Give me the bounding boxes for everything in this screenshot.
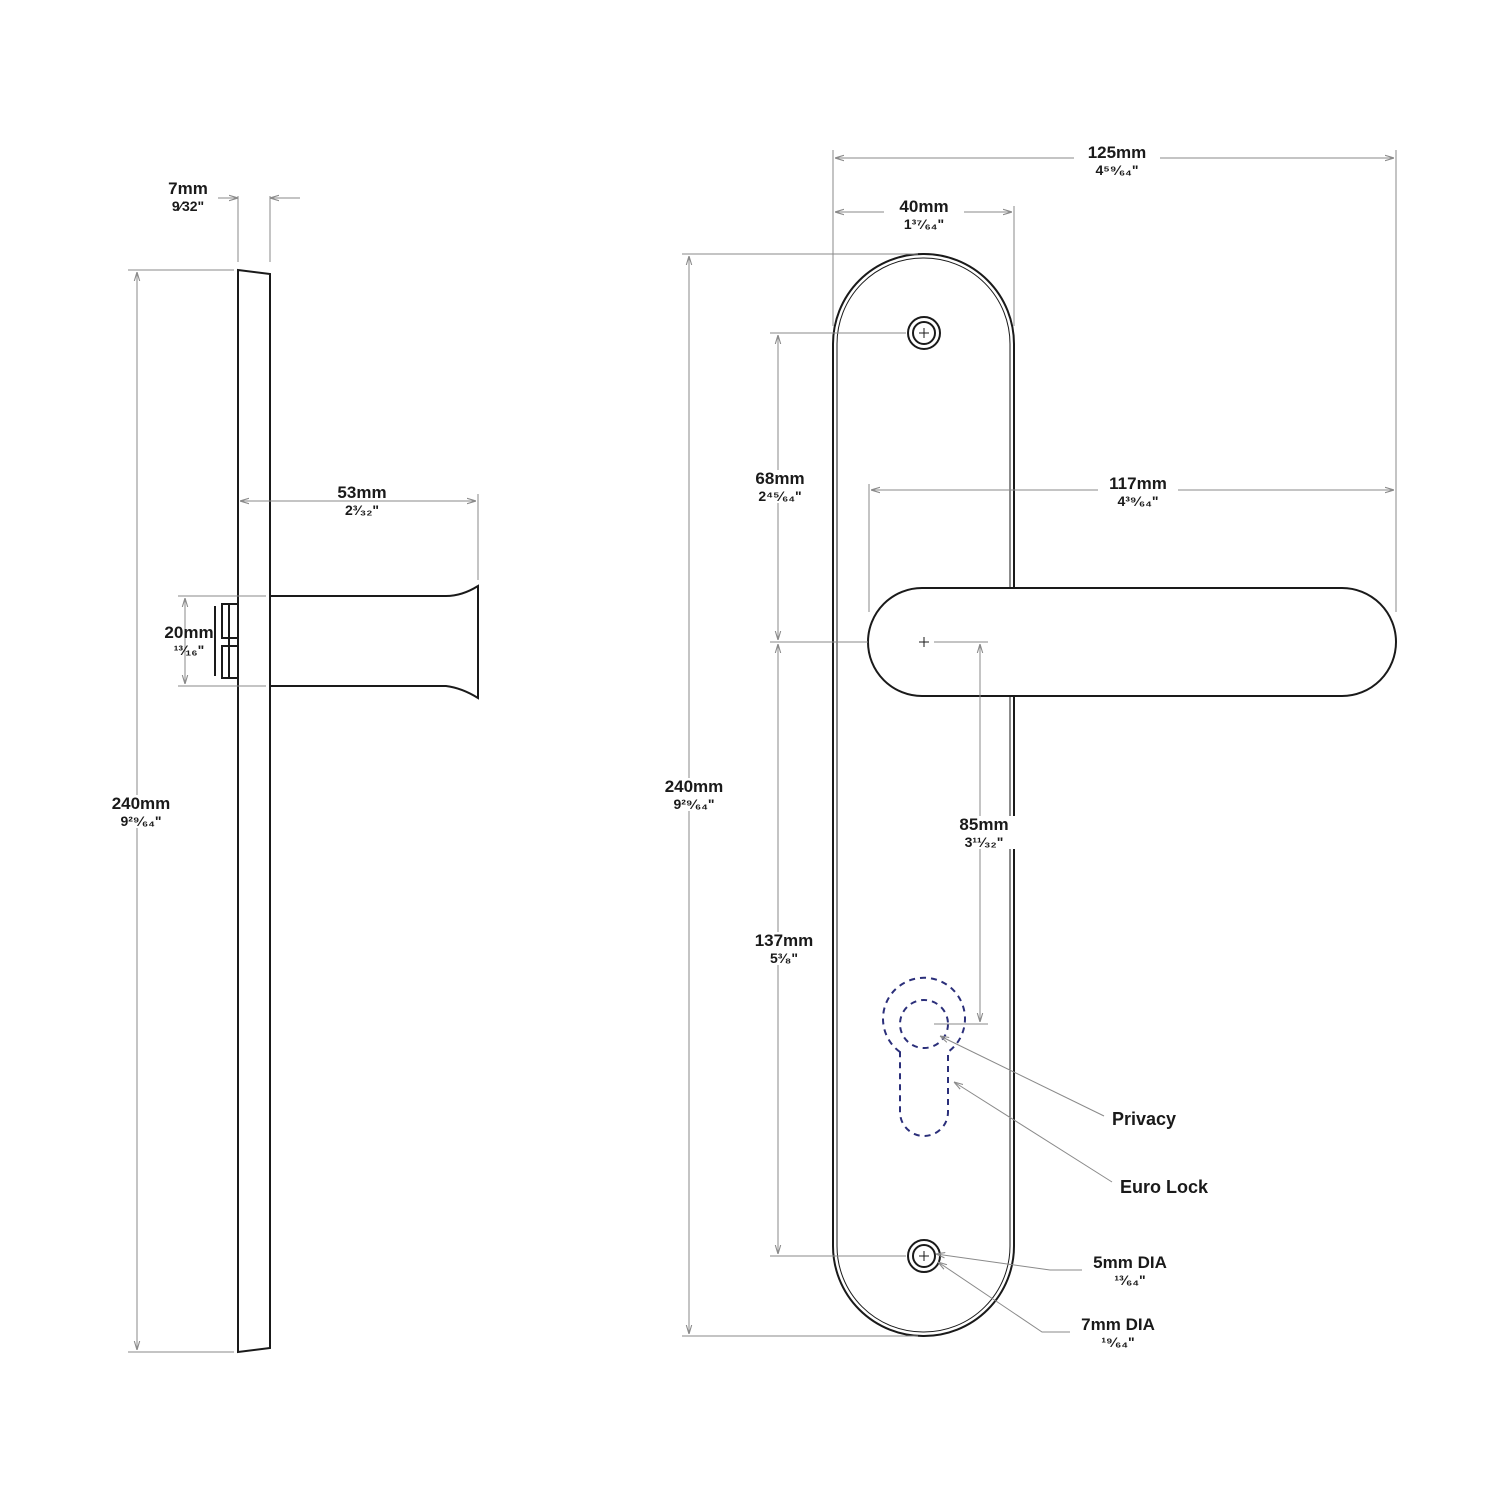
leader-euro-lock bbox=[954, 1082, 1113, 1183]
label-front-137mm: 137mm 5³⁄₈" bbox=[744, 932, 824, 965]
leader-privacy bbox=[940, 1036, 1105, 1117]
screw-hole-bottom-inner bbox=[912, 1244, 936, 1268]
label-front-68mm: 68mm 2⁴⁵⁄₆₄" bbox=[744, 470, 816, 503]
leader-5mm bbox=[936, 1254, 1082, 1271]
label-side-240mm: 240mm 9²⁹⁄₆₄" bbox=[100, 795, 182, 828]
front-lever bbox=[867, 587, 1397, 697]
front-backplate bbox=[832, 253, 1015, 1337]
front-view bbox=[682, 150, 1397, 1337]
callout-euro-lock: Euro Lock bbox=[1120, 1177, 1209, 1197]
label-side-53mm: 53mm 2³⁄₃₂" bbox=[337, 483, 387, 518]
side-plate bbox=[237, 268, 271, 1354]
label-front-240mm: 240mm 9²⁹⁄₆₄" bbox=[654, 778, 734, 811]
label-side-7mm: 7mm 9⁄32" bbox=[168, 179, 208, 214]
euro-lock-outline bbox=[882, 976, 966, 1137]
leader-7mm bbox=[938, 1262, 1070, 1333]
callout-7mm-dia: 7mm DIA ¹⁹⁄₆₄" bbox=[1081, 1315, 1155, 1350]
label-front-125mm: 125mm 4⁵⁹⁄₆₄" bbox=[1074, 144, 1160, 177]
side-handle bbox=[270, 584, 479, 700]
front-backplate-inner bbox=[836, 257, 1011, 1333]
label-front-40mm: 40mm 1³⁷⁄₆₄" bbox=[884, 198, 964, 231]
screw-hole-top-outer bbox=[907, 316, 941, 350]
side-view bbox=[128, 196, 479, 1354]
label-front-85mm: 85mm 3¹¹⁄₃₂" bbox=[946, 816, 1022, 849]
label-side-20mm: 20mm ¹³⁄₁₆" bbox=[164, 623, 214, 658]
label-front-117mm: 117mm 4³⁹⁄₆₄" bbox=[1098, 475, 1178, 508]
callout-privacy: Privacy bbox=[1112, 1109, 1177, 1129]
callout-5mm-dia: 5mm DIA ¹³⁄₆₄" bbox=[1093, 1253, 1167, 1288]
screw-hole-top-inner bbox=[912, 321, 936, 345]
